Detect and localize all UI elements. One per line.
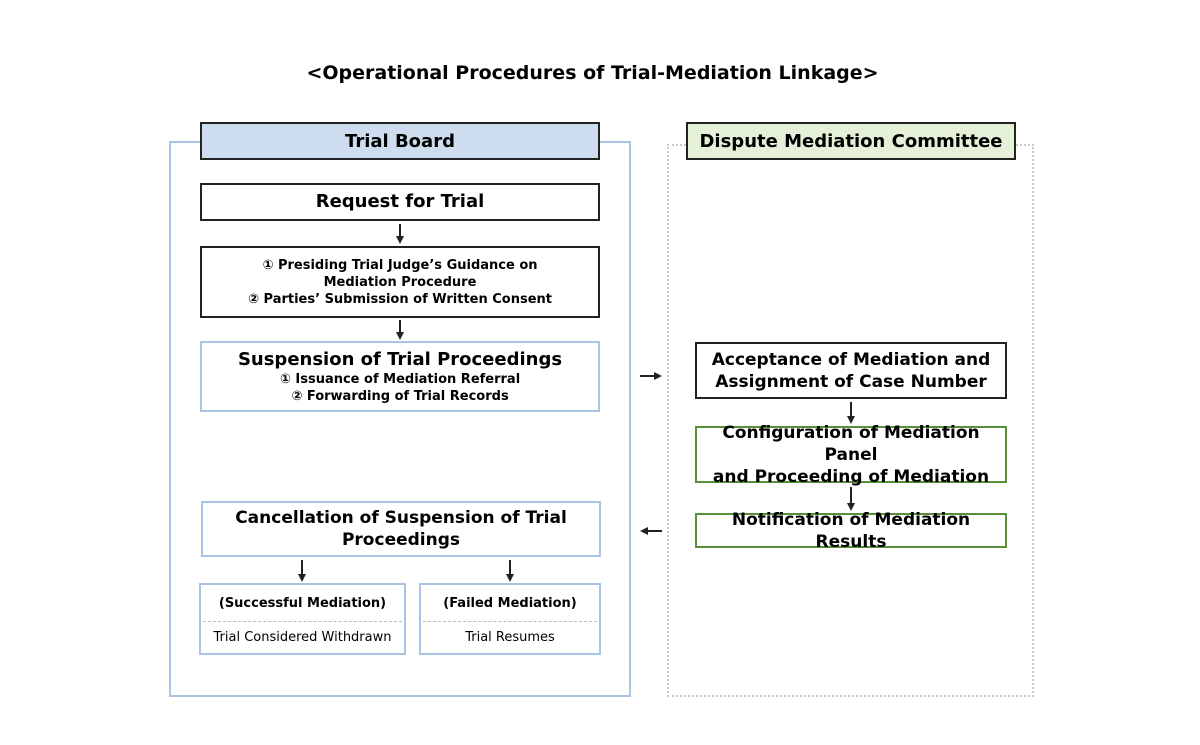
configuration-line-1: Configuration of Mediation Panel (722, 422, 980, 465)
acceptance-line-1: Acceptance of Mediation and (711, 349, 991, 370)
committee-header: Dispute Mediation Committee (686, 122, 1016, 160)
successful-mediation-box: (Successful Mediation) Trial Considered … (199, 583, 406, 655)
request-for-trial-box: Request for Trial (200, 183, 600, 221)
trial-board-header: Trial Board (200, 122, 600, 160)
suspension-line-2: ② Forwarding of Trial Records (291, 388, 509, 404)
suspension-heading: Suspension of Trial Proceedings (237, 348, 563, 370)
configuration-line-2: and Proceeding of Mediation (712, 466, 990, 487)
cancellation-box: Cancellation of Suspension of Trial Proc… (201, 501, 601, 557)
failed-mediation-box: (Failed Mediation) Trial Resumes (419, 583, 601, 655)
suspension-line-1: ① Issuance of Mediation Referral (279, 371, 521, 387)
guidance-box: ① Presiding Trial Judge’s Guidance on Me… (200, 246, 600, 318)
suspension-box: Suspension of Trial Proceedings ① Issuan… (200, 341, 600, 412)
guidance-line-2: Mediation Procedure (323, 274, 477, 290)
guidance-line-1: ① Presiding Trial Judge’s Guidance on (262, 257, 538, 273)
cancellation-line-1: Cancellation of Suspension of Trial (235, 508, 567, 528)
configuration-box: Configuration of Mediation Panel and Pro… (695, 423, 1007, 487)
guidance-line-3: ② Parties’ Submission of Written Consent (247, 291, 553, 307)
request-for-trial-label: Request for Trial (315, 191, 485, 212)
failed-mediation-result: Trial Resumes (465, 630, 555, 645)
diagram-title: <Operational Procedures of Trial-Mediati… (306, 62, 879, 84)
notification-box: Notification of Mediation Results (695, 510, 1007, 552)
successful-mediation-result: Trial Considered Withdrawn (213, 630, 392, 645)
notification-label: Notification of Mediation Results (731, 509, 971, 552)
failed-mediation-label: (Failed Mediation) (423, 585, 597, 622)
acceptance-box: Acceptance of Mediation and Assignment o… (695, 342, 1007, 399)
acceptance-line-2: Assignment of Case Number (715, 371, 987, 392)
cancellation-line-2: Proceedings (341, 530, 461, 550)
successful-mediation-label: (Successful Mediation) (203, 585, 402, 622)
